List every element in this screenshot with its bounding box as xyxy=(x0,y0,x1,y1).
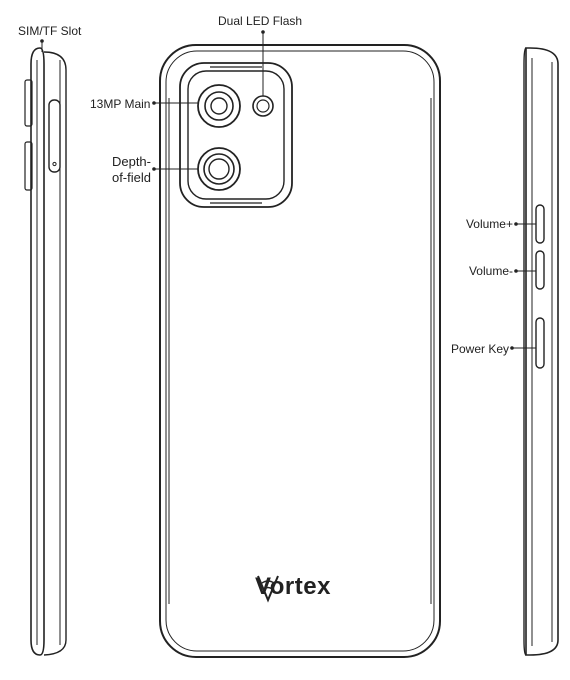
logo-v-mark xyxy=(257,575,279,603)
camera-module-inner xyxy=(187,70,285,200)
main-lens-glass xyxy=(210,97,228,115)
depth-label-line1: Depth- xyxy=(111,154,151,169)
power-key-dot xyxy=(510,346,514,350)
camera-module-outer xyxy=(179,62,293,208)
volume-up-key[interactable] xyxy=(535,204,545,244)
left-camera-bump-bottom xyxy=(24,141,33,191)
right-side-view xyxy=(510,47,559,656)
power-key-label: Power Key xyxy=(450,342,509,356)
depth-lens-glass xyxy=(208,158,230,180)
flash-dot xyxy=(261,30,265,34)
volume-down-key[interactable] xyxy=(535,250,545,290)
flash-ring xyxy=(252,95,274,117)
sim-slot-dot xyxy=(40,39,44,43)
main-lens-mid xyxy=(204,91,234,121)
left-frame-outer xyxy=(30,47,45,656)
depth-lens-mid xyxy=(203,153,235,185)
left-side-view xyxy=(24,39,67,656)
power-key[interactable] xyxy=(535,317,545,369)
volume-up-dot xyxy=(514,222,518,226)
depth-dot xyxy=(152,167,156,171)
sim-tray[interactable] xyxy=(48,99,61,173)
volume-down-dot xyxy=(514,269,518,273)
logo-v-wave-2 xyxy=(263,586,273,590)
right-frame-outer xyxy=(525,47,559,656)
volume-down-label: Volume- xyxy=(468,264,513,278)
main-lens-ring xyxy=(197,84,241,128)
left-back-edge xyxy=(43,51,67,656)
flash-core xyxy=(256,99,270,113)
main-camera-dot xyxy=(152,101,156,105)
back-inner xyxy=(165,50,435,652)
depth-label-line2: of-field xyxy=(111,170,151,185)
left-camera-bump-top xyxy=(24,79,33,127)
back-outer xyxy=(159,44,441,658)
back-view xyxy=(152,30,441,658)
sim-eject-hole xyxy=(52,161,57,167)
right-back-edge xyxy=(523,47,527,656)
volume-up-label: Volume+ xyxy=(465,217,513,231)
flash-label: Dual LED Flash xyxy=(218,14,303,28)
sim-slot-label: SIM/TF Slot xyxy=(18,24,82,38)
main-camera-label: 13MP Main xyxy=(90,97,151,111)
logo-v-wave-1 xyxy=(261,580,275,584)
brand-logo: Vortex xyxy=(255,573,331,600)
